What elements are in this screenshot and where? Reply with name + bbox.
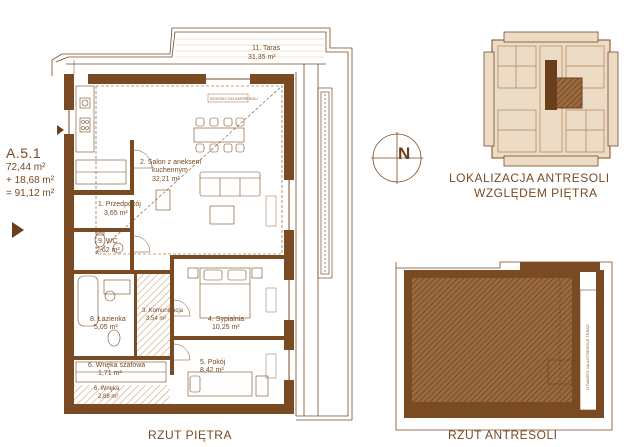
entrance-arrow-icon: [12, 222, 24, 238]
windows: [64, 74, 294, 380]
room-label-pokoj: 5. Pokój: [200, 359, 226, 366]
unit-area-line: = 91,12 m²: [6, 188, 55, 199]
room-label-taras: 11. Taras: [252, 45, 281, 52]
niche-hatch: [74, 385, 170, 404]
terrace-deck: [176, 34, 324, 62]
room-area-sypialnia: 10,25 m²: [212, 324, 240, 331]
room-area-przedpokoj: 3,65 m²: [104, 210, 128, 217]
room-label-lazienka: 8. Łazienka: [90, 316, 126, 323]
doors: [73, 60, 191, 361]
mezzanine-location-marker: [555, 77, 583, 109]
room-area-wneka-szafowa: 1,71 m²: [98, 370, 122, 377]
mezzanine-plan-caption: RZUT ANTRESOLI: [448, 428, 558, 442]
room-area-wneka: 2,88 m²: [98, 394, 119, 400]
unit-id: A.5.1: [6, 145, 42, 161]
entry-marker-icon: [57, 125, 64, 135]
mezzanine-side-tag: OTWARTE NA ANTRESOLE TERAZ: [585, 324, 590, 391]
interior-walls: [74, 140, 284, 375]
room-area-komunikacja: 3,54 m²: [146, 316, 167, 322]
compass-north-label: N: [398, 144, 411, 163]
window-tag: SCHODY DO ANTRESOLI: [210, 96, 258, 101]
room-area-pokoj: 8,42 m²: [200, 367, 224, 374]
floor-plan-caption: RZUT PIĘTRA: [148, 428, 232, 442]
location-title: LOKALIZACJA ANTRESOLI: [449, 171, 610, 185]
room-label-salon: 2. Salon z aneksem: [140, 159, 202, 166]
mezzanine-plan: [395, 261, 613, 431]
location-title: WZGLĘDEM PIĘTRA: [474, 186, 598, 200]
room-label-wneka-szafowa: 6. Wnęka szafowa: [88, 362, 146, 369]
room-label-przedpokoj: 1. Przedpokój: [98, 201, 141, 208]
terrace-railing: [317, 87, 333, 279]
location-building-plan: [483, 31, 619, 167]
exterior-walls: [64, 74, 294, 414]
room-area-taras: 31,35 m²: [248, 54, 276, 61]
room-label-salon: kuchennym: [152, 167, 188, 174]
corridor-hatch: [137, 274, 170, 356]
room-label-wneka: 6. Wnęka: [94, 386, 120, 392]
room-label-sypialnia: 4. Sypialnia: [208, 316, 245, 323]
room-area-lazienka: 5,05 m²: [94, 324, 118, 331]
room-label-wc: 9. WC: [98, 238, 118, 245]
room-area-salon: 32,21 m²: [152, 176, 180, 183]
room-area-wc: 2,62 m²: [96, 247, 120, 254]
compass-icon: [371, 132, 423, 184]
room-label-komunikacja: 3. Komunikacja: [142, 308, 184, 314]
furniture: [75, 85, 269, 397]
unit-area-line: 72,44 m²: [6, 162, 46, 173]
unit-area-line: + 18,68 m²: [6, 175, 55, 186]
mezzanine-overlay: [95, 85, 283, 255]
